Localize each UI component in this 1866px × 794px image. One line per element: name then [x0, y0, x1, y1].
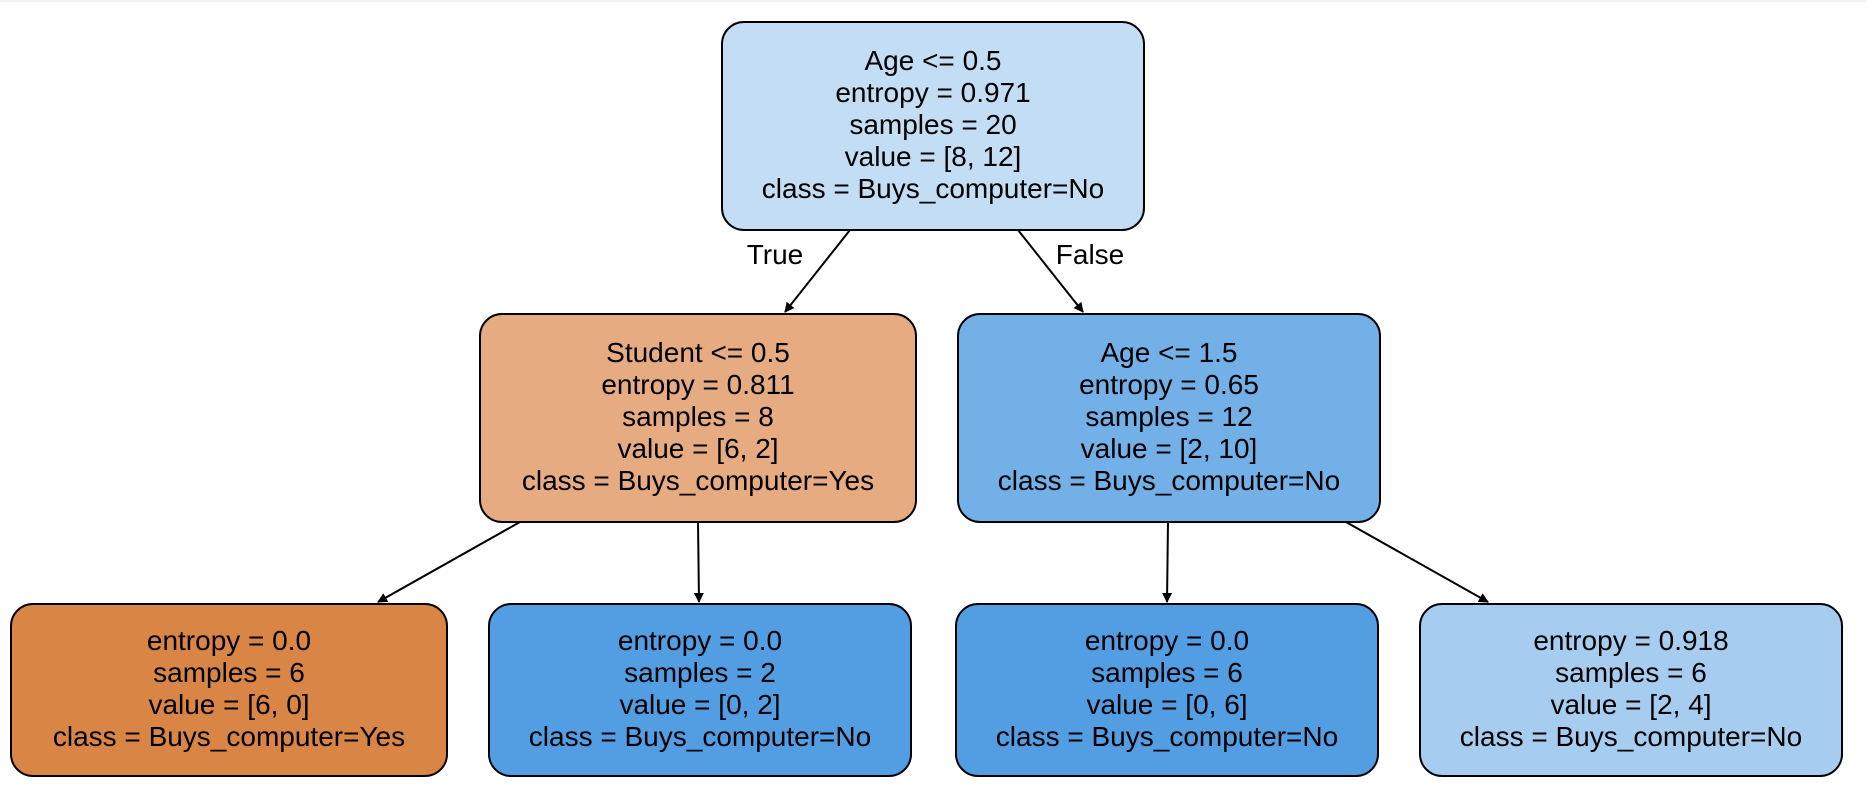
node-line: samples = 20	[849, 109, 1016, 140]
edge-left-to-ll	[377, 521, 521, 603]
node-line: entropy = 0.971	[835, 77, 1030, 108]
node-line: class = Buys_computer=No	[998, 465, 1340, 496]
node-line: class = Buys_computer=No	[762, 173, 1104, 204]
edge-label-false: False	[1056, 239, 1124, 270]
node-line: samples = 8	[622, 401, 774, 432]
node-line: entropy = 0.0	[618, 625, 782, 656]
edge-right-to-rr	[1345, 521, 1489, 603]
node-line: class = Buys_computer=Yes	[53, 721, 405, 752]
node-line: class = Buys_computer=Yes	[522, 465, 874, 496]
node-line: class = Buys_computer=No	[996, 721, 1338, 752]
node-line: samples = 6	[1091, 657, 1243, 688]
node-line: value = [8, 12]	[845, 141, 1022, 172]
node-box	[721, 21, 1145, 231]
node-line: entropy = 0.65	[1079, 369, 1259, 400]
node-line: value = [6, 0]	[148, 689, 309, 720]
edge-root-to-right	[1017, 229, 1084, 313]
node-box	[488, 603, 912, 777]
node-line: Age <= 0.5	[864, 45, 1001, 76]
node-line: entropy = 0.0	[147, 625, 311, 656]
edge-left-to-lr	[693, 521, 704, 603]
node-line: samples = 12	[1085, 401, 1252, 432]
node-line: entropy = 0.0	[1085, 625, 1249, 656]
node-box	[479, 313, 917, 523]
edge-right-to-rl	[1162, 521, 1173, 603]
node-line: samples = 2	[624, 657, 776, 688]
edge-root-to-left	[784, 229, 851, 313]
node-line: value = [0, 6]	[1086, 689, 1247, 720]
node-line: value = [0, 2]	[619, 689, 780, 720]
node-line: value = [2, 10]	[1081, 433, 1258, 464]
node-box	[10, 603, 448, 777]
node-line: entropy = 0.918	[1533, 625, 1728, 656]
node-line: Student <= 0.5	[606, 337, 790, 368]
node-box	[1419, 603, 1843, 777]
node-line: samples = 6	[1555, 657, 1707, 688]
node-box	[955, 603, 1379, 777]
node-line: class = Buys_computer=No	[529, 721, 871, 752]
node-line: samples = 6	[153, 657, 305, 688]
edges: True False	[377, 229, 1489, 603]
node-line: value = [6, 2]	[617, 433, 778, 464]
node-line: entropy = 0.811	[601, 369, 794, 400]
node-line: class = Buys_computer=No	[1460, 721, 1802, 752]
node-line: value = [2, 4]	[1550, 689, 1711, 720]
node-line: Age <= 1.5	[1100, 337, 1237, 368]
edge-label-true: True	[747, 239, 804, 270]
node-box	[957, 313, 1381, 523]
